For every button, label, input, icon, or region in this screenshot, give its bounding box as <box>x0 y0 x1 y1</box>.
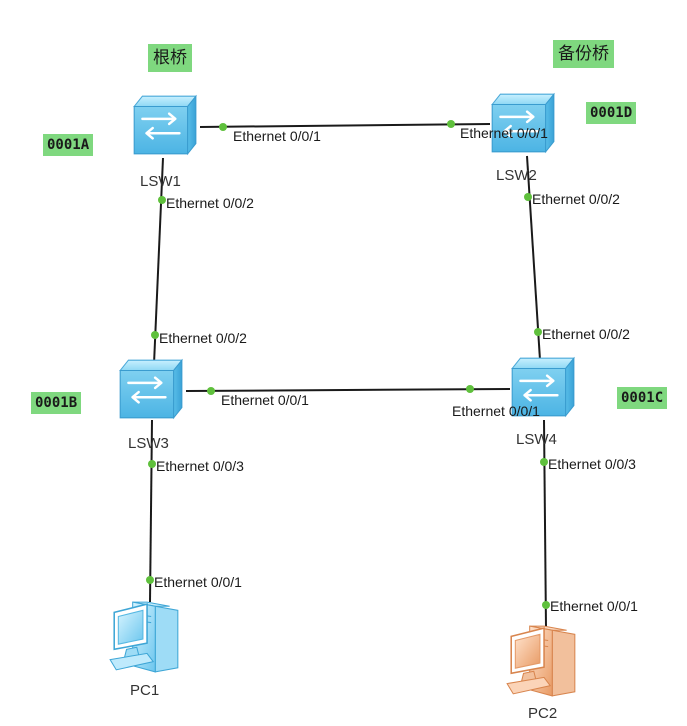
switch-icon <box>118 358 184 420</box>
bridge-id-lsw1: 0001A <box>43 134 94 156</box>
computer-icon <box>109 601 179 673</box>
port-label-pc1-e1: Ethernet 0/0/1 <box>154 574 242 590</box>
link-lsw4-pc2[interactable] <box>543 419 547 629</box>
computer-icon <box>506 625 576 697</box>
port-label-lsw3-e2: Ethernet 0/0/2 <box>159 330 247 346</box>
port-label-lsw2-e1: Ethernet 0/0/1 <box>460 125 548 141</box>
port-dot <box>219 123 227 131</box>
port-label-lsw3-e1: Ethernet 0/0/1 <box>221 392 309 408</box>
port-dot <box>542 601 550 609</box>
link-lsw3-lsw4[interactable] <box>185 388 511 392</box>
port-dot <box>540 458 548 466</box>
port-label-pc2-e1: Ethernet 0/0/1 <box>550 598 638 614</box>
port-dot <box>447 120 455 128</box>
port-dot <box>524 193 532 201</box>
link-lsw1-lsw2[interactable] <box>199 123 491 128</box>
port-dot <box>207 387 215 395</box>
switch-lsw2[interactable] <box>490 92 556 154</box>
port-label-lsw2-e2: Ethernet 0/0/2 <box>532 191 620 207</box>
port-label-lsw1-e1: Ethernet 0/0/1 <box>233 128 321 144</box>
port-dots <box>146 120 550 609</box>
links <box>149 123 547 629</box>
port-labels: Ethernet 0/0/1 Ethernet 0/0/1 Ethernet 0… <box>154 125 638 614</box>
device-labels: LSW1 LSW2 LSW3 LSW4 PC1 PC2 <box>128 167 557 722</box>
port-label-lsw1-e2: Ethernet 0/0/2 <box>166 195 254 211</box>
link-lsw2-lsw4[interactable] <box>526 155 541 361</box>
link-lsw1-lsw3[interactable] <box>153 157 164 365</box>
port-dot <box>146 576 154 584</box>
device-label-pc2: PC2 <box>528 705 557 722</box>
port-label-lsw4-e3: Ethernet 0/0/3 <box>548 456 636 472</box>
link-lsw3-pc1[interactable] <box>149 419 153 603</box>
device-label-pc1: PC1 <box>130 682 159 699</box>
bridge-id-lsw3: 0001B <box>31 392 82 414</box>
switch-lsw3[interactable] <box>118 358 184 420</box>
port-label-lsw4-e1: Ethernet 0/0/1 <box>452 403 540 419</box>
port-dot <box>466 385 474 393</box>
pc-pc1[interactable] <box>109 601 179 673</box>
root-bridge-tag: 根桥 <box>148 44 192 72</box>
device-label-lsw3: LSW3 <box>128 435 169 452</box>
port-dot <box>534 328 542 336</box>
switch-icon <box>132 94 198 156</box>
device-label-lsw2: LSW2 <box>496 167 537 184</box>
bridge-id-lsw2: 0001D <box>586 102 637 124</box>
port-dot <box>158 196 166 204</box>
bridge-id-lsw4: 0001C <box>617 387 668 409</box>
port-label-lsw4-e2: Ethernet 0/0/2 <box>542 326 630 342</box>
switch-icon <box>490 92 556 154</box>
device-label-lsw4: LSW4 <box>516 431 557 448</box>
port-label-lsw3-e3: Ethernet 0/0/3 <box>156 458 244 474</box>
port-dot <box>148 460 156 468</box>
switch-lsw1[interactable] <box>132 94 198 156</box>
port-dot <box>151 331 159 339</box>
pc-pc2[interactable] <box>506 625 576 697</box>
backup-bridge-tag: 备份桥 <box>553 40 614 68</box>
device-label-lsw1: LSW1 <box>140 173 181 190</box>
